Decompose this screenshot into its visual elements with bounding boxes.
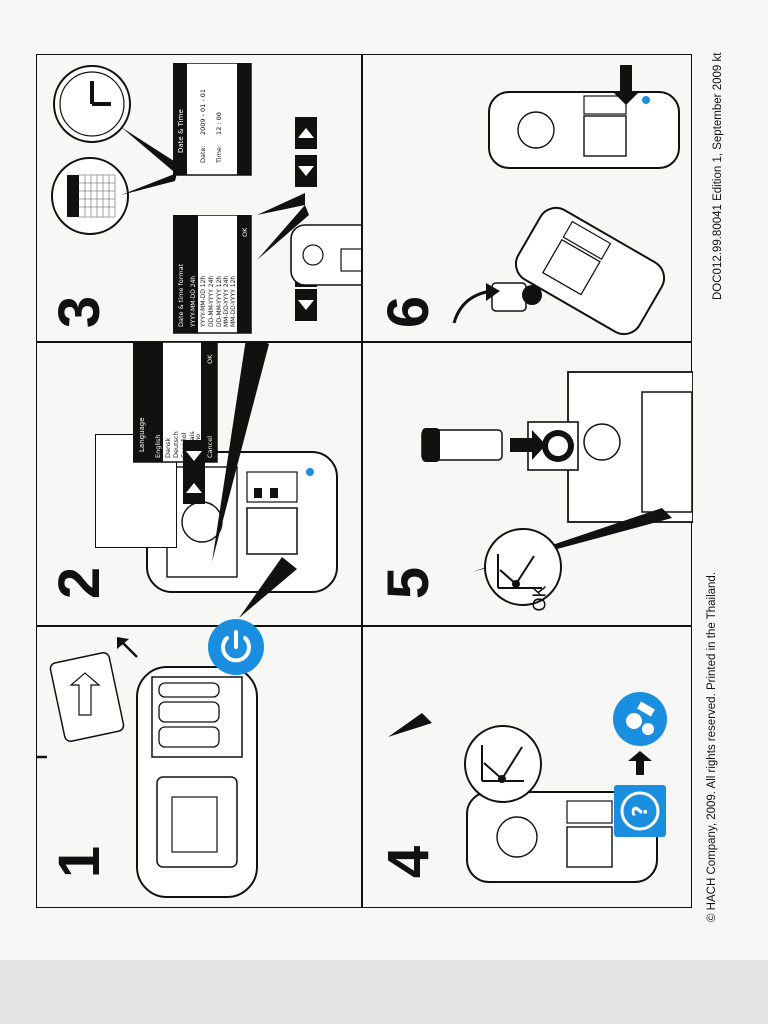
instruction-grid: 1 2 [36,54,693,909]
scan-margin [0,960,768,1024]
checkmark-icon [464,725,542,803]
power-icon [208,619,264,675]
meter-illustration [290,224,361,286]
language-item[interactable]: English [154,435,162,458]
document-id-text: DOC012.99.80041 Edition 1, September 200… [712,52,724,300]
panel-step-4: 4 ? [362,627,693,909]
panel-step-3: 3 [37,55,361,341]
calendar-icon [51,157,129,235]
arrow-left-icon [295,155,317,187]
language-screen-graphic: Language English Dansk Deutsch Español F… [133,342,218,463]
arrow-left-icon [295,289,317,321]
panel-step-1: 1 [37,627,361,909]
datetime-format-screen: Date & time format YYYY-MM-DD 24h YYYY-M… [173,215,252,334]
arrow-right-icon [628,751,652,775]
ok-softkey[interactable]: OK [206,354,214,364]
vial-insert-illustration [421,371,693,572]
help-icon: ? [614,785,666,837]
arrow-left-icon [183,440,205,472]
svg-text:?: ? [628,805,652,817]
date-value[interactable]: 2009 - 01 - 01 [199,89,207,135]
copyright-text: © HACH Company, 2009. All rights reserve… [706,571,718,922]
format-item[interactable]: MM-DD-YYYY 12h [230,276,237,327]
datetime-screen-title: Date & Time [177,109,185,153]
panel-step-5: 5 OK [362,342,693,626]
format-item[interactable]: MM-DD-YYYY 24h [223,276,230,327]
language-screen-title: Language [138,417,146,452]
format-item[interactable]: DD-MM-YYYY 12h [216,276,223,327]
format-screen-title: Date & time format [177,263,185,327]
clock-icon [53,65,131,143]
meter-illustration [452,65,680,336]
ok-softkey[interactable]: OK [241,227,249,237]
format-item[interactable]: YYYY-MM-DD 24h [190,276,197,328]
time-label: Time: [215,145,223,164]
format-item[interactable]: YYYY-MM-DD 12h [200,276,207,328]
arrow-right-icon [183,472,205,504]
language-item[interactable]: Dansk [164,438,172,458]
language-item[interactable]: Deutsch [172,431,180,458]
ok-label: OK [529,585,550,612]
checkmark-icon [484,528,562,606]
panel-step-6: 6 [362,55,693,341]
time-value[interactable]: 12 : 00 [215,112,223,135]
meter-illustration [388,713,658,883]
cancel-softkey[interactable]: Cancel [206,436,214,458]
pointer-wedges [121,127,309,260]
battery-install-illustration [37,637,258,898]
datetime-screen: Date & Time Date: 2009 - 01 - 01 Time: 1… [173,63,252,176]
arrow-right-icon [295,117,317,149]
tools-icon [613,692,667,746]
panel-step-2: 2 [37,342,361,675]
format-item[interactable]: DD-MM-YYYY 24h [208,276,215,327]
date-label: Date: [199,145,207,163]
